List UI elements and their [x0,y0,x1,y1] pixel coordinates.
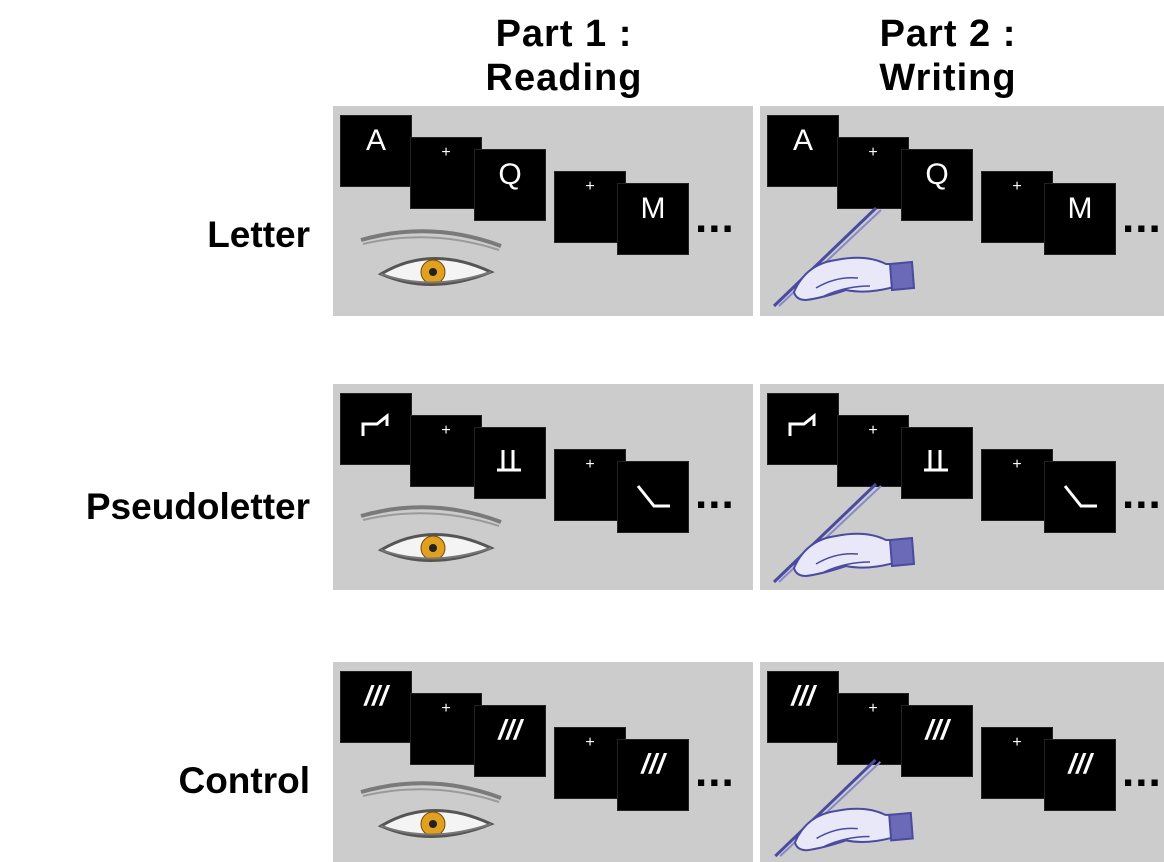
fixation-2: + [982,450,1052,520]
continuation-dots: ... [1122,747,1162,796]
eye-icon [360,505,502,562]
fixation-2: + [982,172,1052,242]
stimulus-1: /// [768,672,838,742]
row-label-pseudoletter: Pseudoletter [85,486,310,527]
pseudoletter-stimulus-3 [618,462,688,532]
writing-hand-icon [774,758,914,858]
fixation-2: + [555,172,625,242]
pseudoletter-stimulus-1 [768,394,838,464]
stimulus-3: /// [618,740,688,810]
pseudoletter-3-glyph [1063,485,1097,508]
panel-control-writing: /// + /// + /// ... [760,662,1164,862]
stimulus-3: M [1045,184,1115,254]
panel-control-reading: /// + /// + /// ... [333,662,753,862]
stimulus-3: M [618,184,688,254]
panel-pseudoletter-reading: + + ... [333,384,753,590]
pseudoletter-stimulus-1 [341,394,411,464]
panel-pseudoletter-writing: + + ... [760,384,1164,590]
continuation-dots: ... [695,747,735,796]
eye-icon [360,229,502,286]
pseudoletter-stimulus-2 [475,428,545,498]
header-reading: Part 1 : Reading [434,12,694,100]
pseudoletter-stimulus-3 [1045,462,1115,532]
stimulus-2: Q [475,150,545,220]
fixation-2: + [555,450,625,520]
pseudoletter-2-glyph [497,450,521,472]
eye-icon [360,781,502,838]
stimulus-1: A [341,116,411,186]
stimulus-1: /// [341,672,411,742]
pseudoletter-3-glyph [636,485,670,508]
header-part2-sub: Writing [879,57,1017,99]
fixation-1: + [411,416,481,486]
fixation-1: + [838,694,908,764]
pseudoletter-stimulus-2 [902,428,972,498]
fixation-1: + [838,138,908,208]
pseudoletter-2-glyph [924,450,948,472]
pseudoletter-1-glyph [788,412,816,436]
continuation-dots: ... [1122,469,1162,518]
stimulus-2: Q [902,150,972,220]
fixation-1: + [411,138,481,208]
stimulus-2: /// [902,706,972,776]
fixation-1: + [411,694,481,764]
continuation-dots: ... [695,469,735,518]
panel-letter-writing: A + Q + M ... [760,106,1164,316]
continuation-dots: ... [695,193,735,242]
header-part1-sub: Reading [485,57,643,99]
stimulus-1: A [768,116,838,186]
header-part1: Part 1 : [495,13,633,55]
header-writing: Part 2 : Writing [818,12,1078,100]
fixation-1: + [838,416,908,486]
header-part2: Part 2 : [879,13,1017,55]
writing-hand-icon [772,206,916,308]
row-label-letter: Letter [207,214,310,255]
panel-letter-reading: A + Q + M ... [333,106,753,316]
writing-hand-icon [772,482,916,584]
continuation-dots: ... [1122,193,1162,242]
stimulus-3: /// [1045,740,1115,810]
pseudoletter-1-glyph [361,412,389,436]
row-label-control: Control [178,760,310,801]
fixation-2: + [982,728,1052,798]
fixation-2: + [555,728,625,798]
stimulus-2: /// [475,706,545,776]
